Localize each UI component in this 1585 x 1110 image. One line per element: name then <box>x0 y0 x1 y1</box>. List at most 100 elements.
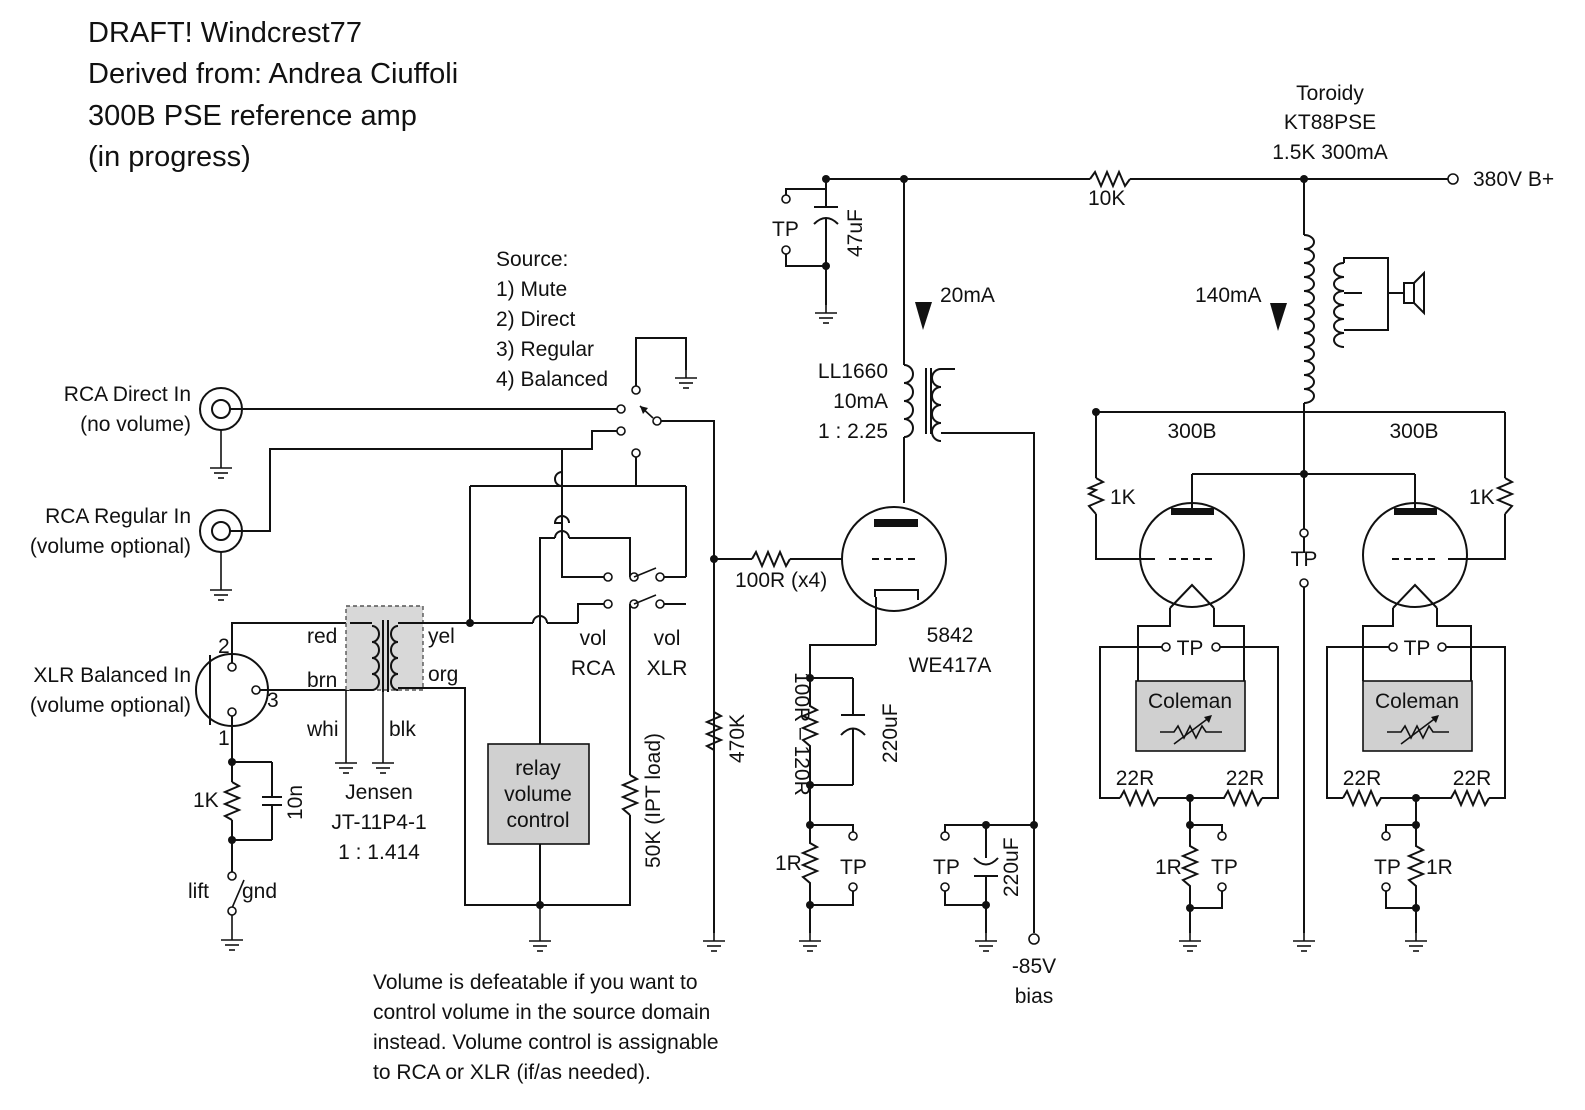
right-filament-tp: TP <box>1404 637 1431 660</box>
driver-tp-label: TP <box>840 856 867 879</box>
output-tube-right-icon <box>1362 502 1468 608</box>
lift-cap-label: 10n <box>284 785 307 820</box>
output-tube-left-label: 300B <box>1167 420 1216 443</box>
driver-tube-alt: WE417A <box>909 654 992 677</box>
jensen-yel-label: yel <box>428 625 455 648</box>
bias-label: bias <box>1015 985 1054 1008</box>
output-current-label: 140mA <box>1195 284 1262 307</box>
interstage-ratio: 1 : 2.25 <box>818 420 888 443</box>
left-coleman-regulator <box>1135 680 1246 752</box>
driver-input: 100R (x4) 470K <box>702 549 843 952</box>
bplus-rail: TP 47uF 10K 380V B+ <box>772 168 1554 324</box>
title-block: DRAFT! Windcrest77 Derived from: Andrea … <box>88 17 458 173</box>
jensen-name: Jensen <box>345 781 413 804</box>
note-line-4: to RCA or XLR (if/as needed). <box>373 1061 651 1084</box>
jensen-whi-label: whi <box>306 718 339 741</box>
xlr-label: XLR Balanced In <box>33 664 191 687</box>
rca-regular-jack-icon <box>199 430 620 601</box>
source-legend: Source: 1) Mute 2) Direct 3) Regular 4) … <box>496 248 608 391</box>
ot-model: KT88PSE <box>1284 111 1376 134</box>
xlr-pin-3: 3 <box>267 689 279 712</box>
title-line-2: Derived from: Andrea Ciuffoli <box>88 58 458 90</box>
right-sense-tp-label: TP <box>1374 856 1401 879</box>
title-line-4: (in progress) <box>88 141 251 173</box>
right-balance-r1-label: 22R <box>1343 767 1382 790</box>
output-tp-label: TP <box>1291 548 1318 571</box>
left-sense-tp-label: TP <box>1211 856 1238 879</box>
interstage-model: LL1660 <box>818 360 888 383</box>
vol-rca-label-1: vol <box>580 627 607 650</box>
jensen-red-label: red <box>307 625 337 648</box>
right-coleman-regulator <box>1362 680 1473 752</box>
jensen-model: JT-11P4-1 <box>331 811 426 834</box>
cathode-resistor-label: 100R – 120R <box>790 672 813 796</box>
volume-note: Volume is defeatable if you want to cont… <box>373 971 719 1084</box>
source-heading: Source: <box>496 248 568 271</box>
output-tube-right-label: 300B <box>1389 420 1438 443</box>
rca-regular-label: RCA Regular In <box>45 505 191 528</box>
output-stage: 300B 300B 1K 1K <box>941 368 1515 609</box>
tp-supply-label: TP <box>772 218 799 241</box>
left-filament-tp: TP <box>1177 637 1204 660</box>
driver-current-label: 20mA <box>940 284 995 307</box>
lift-label: lift <box>188 880 209 903</box>
speaker-icon <box>1403 270 1425 316</box>
left-sense-resistor-label: 1R <box>1155 856 1182 879</box>
vol-xlr-label-2: XLR <box>647 657 688 680</box>
title-line-3: 300B PSE reference amp <box>88 100 417 132</box>
right-coleman-label: Coleman <box>1375 690 1459 713</box>
driver-tube-type: 5842 <box>927 624 974 647</box>
left-coleman-label: Coleman <box>1148 690 1232 713</box>
jensen-brn-label: brn <box>307 669 337 692</box>
input-labels: RCA Direct In (no volume) RCA Regular In… <box>30 383 191 717</box>
title-line-1: DRAFT! Windcrest77 <box>88 17 362 49</box>
relay-label-2: volume <box>504 783 572 806</box>
right-filament-circuit: TP Coleman 22R 22R TP 1R <box>1326 608 1506 952</box>
output-transformer: Toroidy KT88PSE 1.5K 300mA 140mA TP <box>1195 82 1425 952</box>
bias-tp-label: TP <box>933 856 960 879</box>
grid-leak-label: 470K <box>726 714 749 763</box>
ipt-load-label: 50K (IPT load) <box>642 733 665 868</box>
ipt-load-resistor-icon: 50K (IPT load) <box>620 733 665 868</box>
bias-voltage: -85V <box>1012 955 1056 978</box>
relay-volume-control-block: relay volume control <box>487 743 590 845</box>
jensen-blk-label: blk <box>389 718 416 741</box>
lift-resistor-label: 1K <box>193 789 219 812</box>
left-balance-r2-label: 22R <box>1226 767 1265 790</box>
driver-tube-icon <box>841 506 947 612</box>
volume-routing: vol RCA vol XLR <box>464 449 688 952</box>
xlr-sublabel: (volume optional) <box>30 694 191 717</box>
jensen-transformer-icon: red brn whi blk yel org Jensen JT-11P4-1… <box>306 605 470 864</box>
left-filament-circuit: TP Coleman 22R 22R 1R TP <box>1099 608 1279 952</box>
relay-label-3: control <box>506 809 569 832</box>
bias-cap-label: 220uF <box>1000 837 1023 897</box>
rca-direct-sublabel: (no volume) <box>80 413 191 436</box>
xlr-pin-2: 2 <box>218 635 230 658</box>
rca-regular-sublabel: (volume optional) <box>30 535 191 558</box>
interstage-current: 10mA <box>833 390 888 413</box>
driver-stage: 20mA LL1660 10mA 1 : 2.25 5842 WE417A 10… <box>775 179 1035 952</box>
left-grid-resistor-label: 1K <box>1110 486 1136 509</box>
dropper-resistor-label: 10K <box>1088 187 1125 210</box>
right-grid-resistor-label: 1K <box>1469 486 1495 509</box>
supply-cap-label: 47uF <box>844 209 867 257</box>
source-option-mute: 1) Mute <box>496 278 567 301</box>
cathode-cap-label: 220uF <box>879 703 902 763</box>
note-line-3: instead. Volume control is assignable <box>373 1031 719 1054</box>
left-balance-r1-label: 22R <box>1116 767 1155 790</box>
source-option-balanced: 4) Balanced <box>496 368 608 391</box>
ot-spec: 1.5K 300mA <box>1272 141 1388 164</box>
ground-lift-network: 1K 10n lift gnd <box>188 758 307 951</box>
xlr-connector-icon: 2 3 1 <box>195 622 350 762</box>
right-balance-r2-label: 22R <box>1453 767 1492 790</box>
driver-sense-resistor-label: 1R <box>775 852 802 875</box>
jensen-org-label: org <box>428 663 458 686</box>
bias-supply: TP 220uF -85V bias <box>933 821 1056 1008</box>
source-option-direct: 2) Direct <box>496 308 576 331</box>
rca-direct-label: RCA Direct In <box>64 383 191 406</box>
vol-xlr-label-1: vol <box>654 627 681 650</box>
rca-direct-jack-icon <box>199 387 620 479</box>
jensen-ratio: 1 : 1.414 <box>338 841 420 864</box>
bplus-label: 380V B+ <box>1473 168 1554 191</box>
